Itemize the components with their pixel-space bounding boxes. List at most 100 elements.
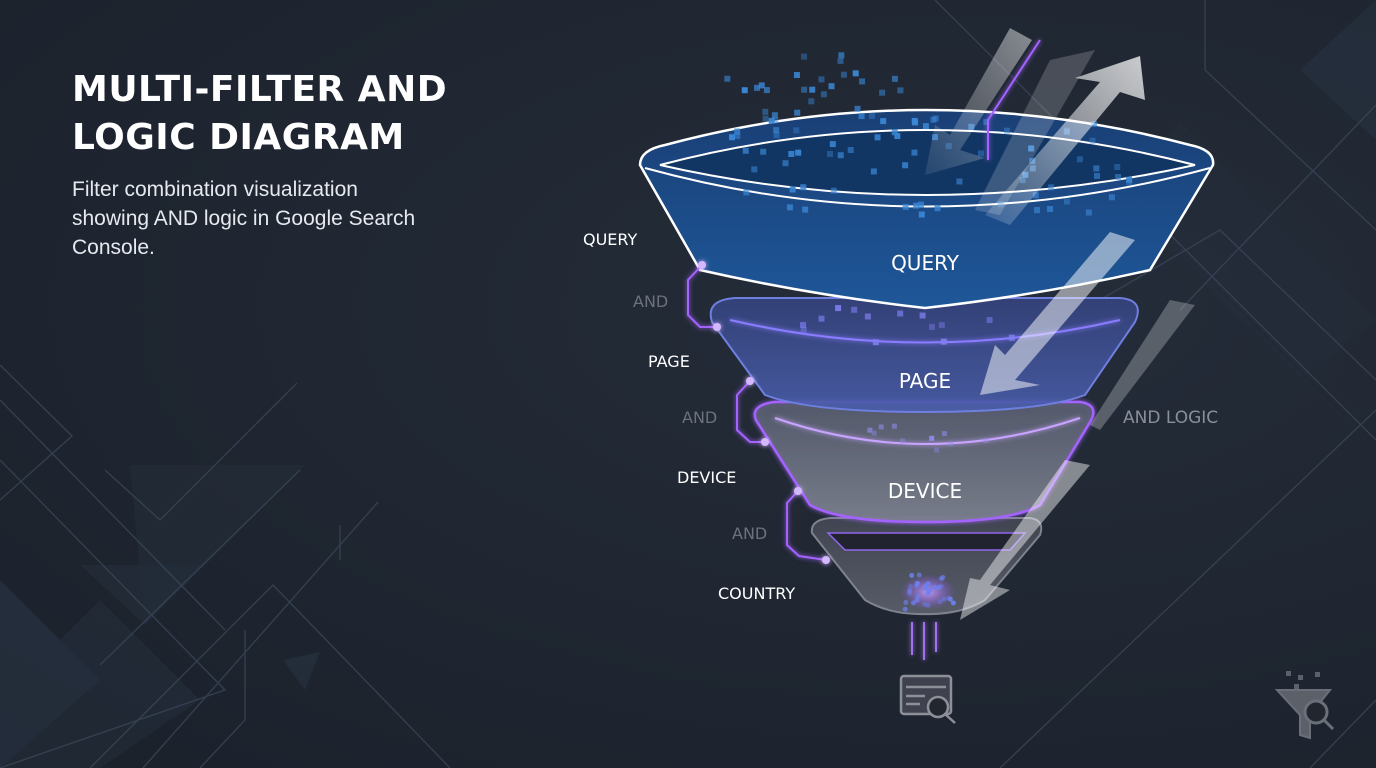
data-particle [741, 87, 748, 94]
data-particle [903, 600, 909, 606]
filter-search-icon [1274, 671, 1335, 740]
data-particle [891, 423, 897, 429]
data-particle [1034, 207, 1041, 214]
connector-node [794, 487, 802, 495]
data-particle [762, 115, 769, 122]
data-particle [934, 205, 941, 212]
data-particles [724, 52, 1133, 612]
data-particle [897, 310, 904, 317]
data-particle [859, 78, 866, 85]
connector-node [761, 438, 769, 446]
data-particle [891, 75, 898, 82]
data-particle [897, 87, 904, 94]
page-subtitle: Filter combination visualization showing… [72, 178, 416, 259]
data-particle [818, 315, 825, 322]
data-particle [734, 132, 741, 139]
data-particle [1108, 194, 1115, 201]
data-particle [925, 602, 931, 608]
data-particle [950, 600, 956, 606]
data-particle [941, 596, 947, 602]
data-particle [1126, 179, 1133, 186]
data-particle [734, 128, 741, 135]
funnel-stage-query [638, 108, 1215, 310]
data-particle [894, 133, 901, 140]
data-particle [1114, 164, 1121, 171]
data-particle [1115, 173, 1122, 180]
side-label-country: COUNTRY [718, 584, 795, 603]
data-particle [911, 117, 918, 124]
data-particle [918, 211, 925, 218]
data-particle [930, 116, 937, 123]
data-particle [932, 584, 938, 590]
data-particle [1063, 198, 1070, 205]
arrow-down-icon [925, 28, 1032, 175]
data-particle [1089, 137, 1096, 144]
data-particle [1047, 206, 1054, 213]
data-particle [922, 601, 928, 607]
data-particle [852, 70, 859, 77]
bg-shape [0, 580, 100, 768]
data-particle [938, 583, 944, 589]
data-particle [840, 71, 847, 78]
data-particle [940, 574, 946, 580]
connector-label-and: AND [682, 408, 717, 427]
data-particle [902, 606, 908, 612]
bg-shape [1300, 0, 1376, 140]
data-particle [891, 129, 898, 136]
data-particle [956, 178, 963, 185]
data-particle [793, 127, 800, 134]
data-particle [983, 119, 990, 126]
data-particle [913, 202, 920, 209]
data-particle [938, 322, 945, 329]
data-particle [1003, 127, 1010, 134]
arrow-band [975, 50, 1095, 215]
data-particle [923, 585, 929, 591]
data-particle [914, 597, 920, 603]
connector-node [713, 323, 721, 331]
data-particle [801, 86, 808, 93]
data-particle [829, 141, 836, 148]
stage-label-query: QUERY [891, 251, 960, 275]
arrow-down-icon [980, 232, 1135, 395]
data-particle [934, 447, 940, 453]
data-particle [800, 184, 807, 191]
data-particle [795, 149, 802, 156]
data-particle [879, 89, 886, 96]
data-particle [1126, 176, 1133, 183]
bg-shape [80, 565, 200, 625]
data-particle [794, 109, 801, 116]
arrow-down-icon [960, 460, 1090, 620]
side-label-page: PAGE [648, 352, 690, 371]
side-label-device: DEVICE [677, 468, 736, 487]
data-particle [948, 441, 954, 447]
data-particle [858, 113, 865, 120]
data-particle [1091, 121, 1098, 128]
data-particle [760, 148, 767, 155]
data-particle [874, 134, 881, 141]
data-particle [771, 112, 778, 119]
data-particle [915, 594, 921, 600]
data-particle [808, 98, 815, 105]
data-particle [867, 427, 873, 433]
connector-label-and: AND [633, 292, 668, 311]
data-particle [922, 123, 929, 130]
data-particle [793, 72, 800, 79]
bg-shape [0, 600, 200, 768]
data-particle [1032, 192, 1039, 199]
arrow-up-icon [985, 56, 1145, 225]
data-particle [801, 53, 808, 60]
data-particle [837, 57, 844, 64]
bg-shape [130, 465, 305, 625]
data-particle [837, 152, 844, 159]
data-particle [754, 84, 761, 91]
connector-node [698, 261, 706, 269]
search-results-icon [899, 674, 956, 724]
data-particle [909, 572, 915, 578]
data-particle [1008, 334, 1015, 341]
data-particle [786, 204, 793, 211]
funnel-stage-country [810, 517, 1043, 616]
data-particle [870, 168, 877, 175]
data-particle [818, 76, 825, 83]
